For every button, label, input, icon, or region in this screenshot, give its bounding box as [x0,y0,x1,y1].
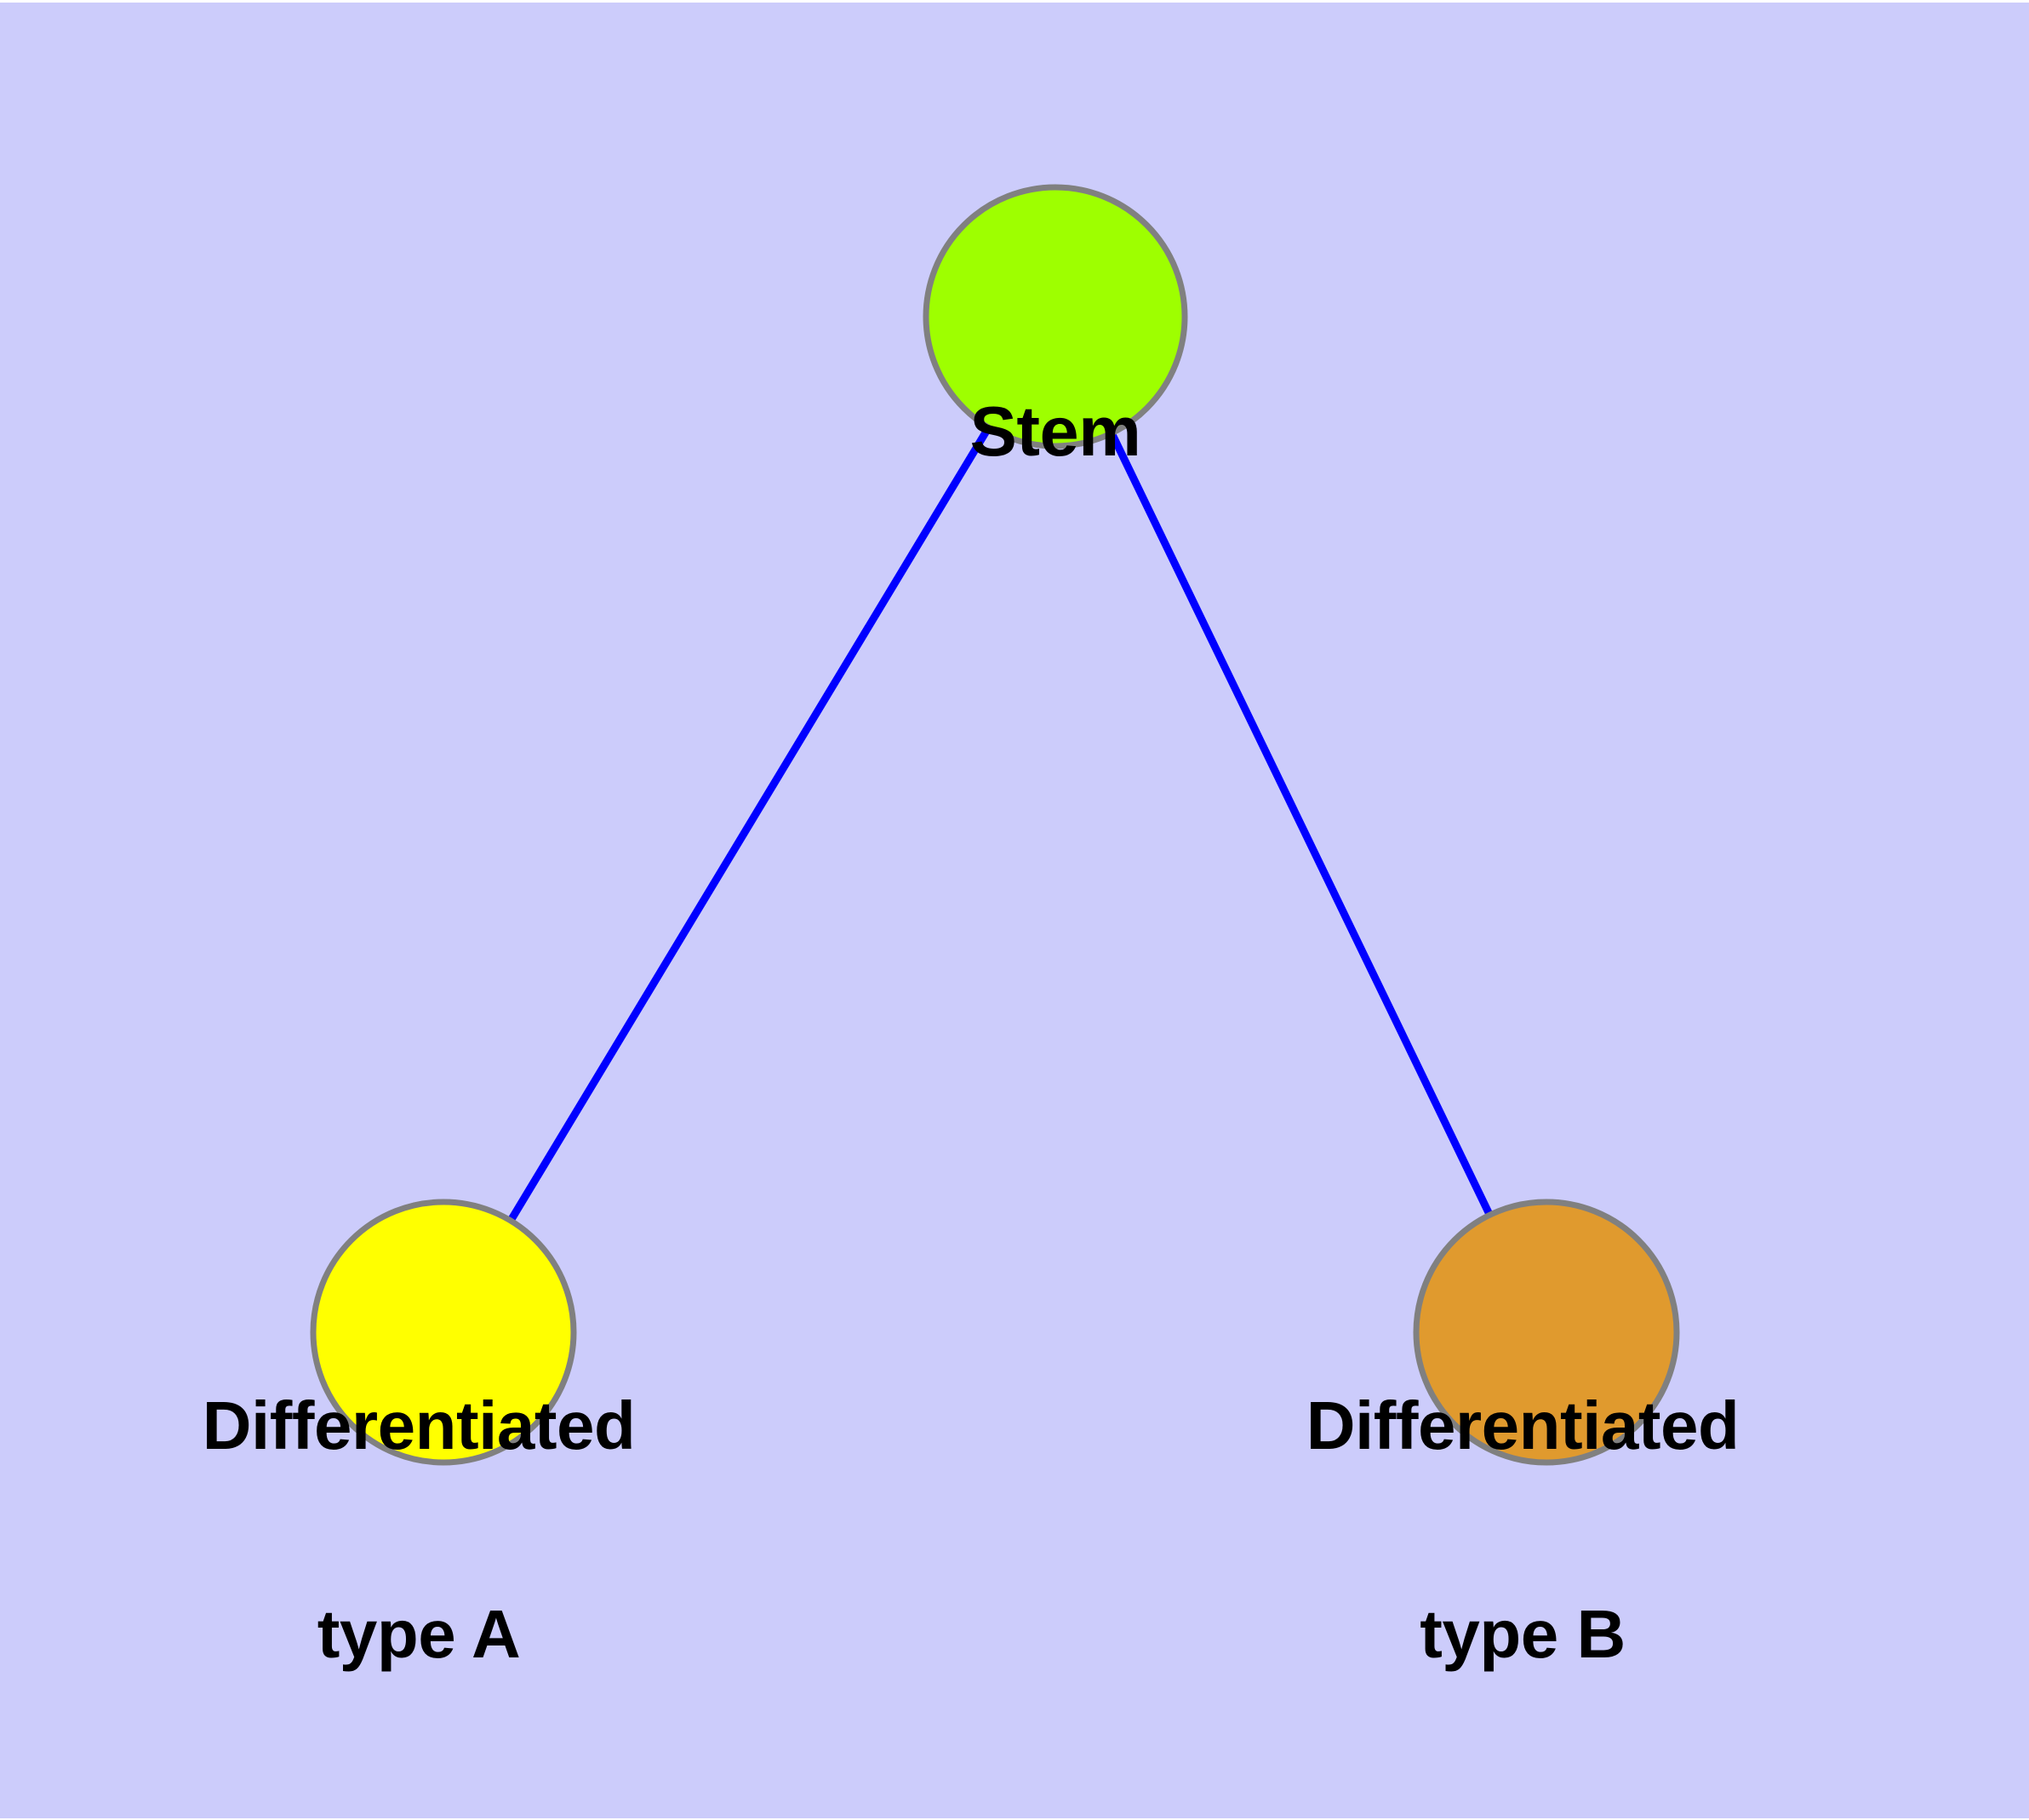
edge-stem-to-differentiated-type-a[interactable] [440,314,1059,1335]
edge-stem-to-differentiated-type-b[interactable] [1051,315,1551,1334]
edge-group [440,314,1551,1335]
node-stem[interactable] [923,184,1188,449]
node-group [310,184,1680,1466]
node-differentiated-type-b[interactable] [1413,1199,1680,1466]
node-differentiated-type-a[interactable] [310,1199,577,1466]
